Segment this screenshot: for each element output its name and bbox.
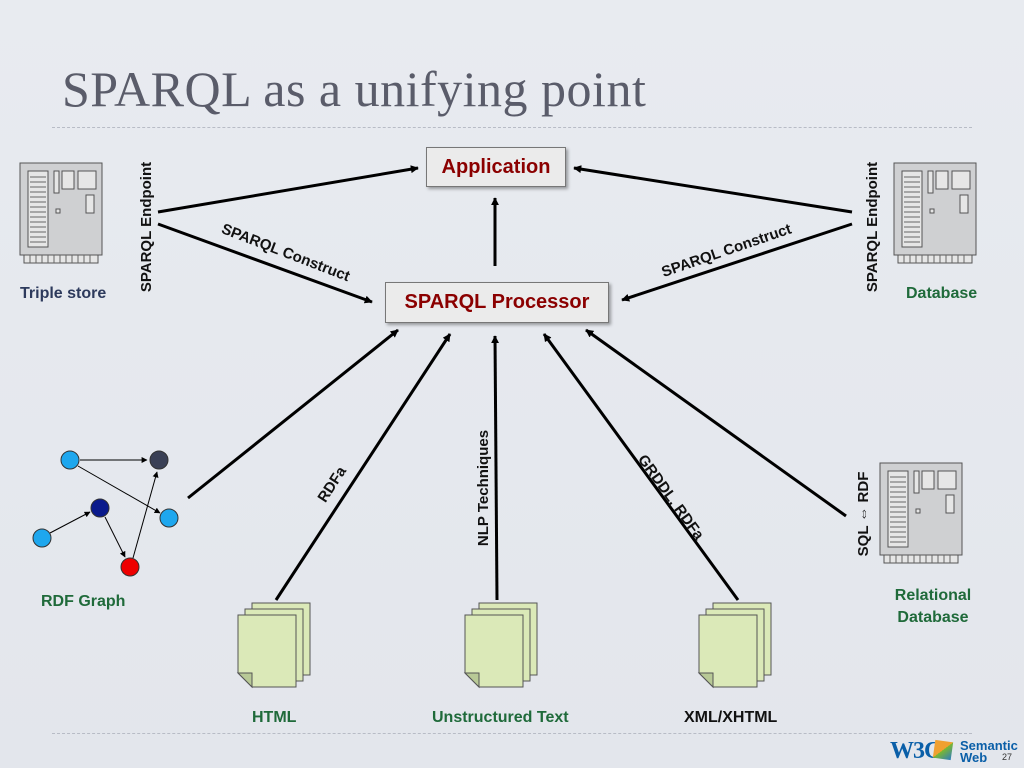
application-box: Application bbox=[426, 147, 566, 187]
arrow-relational-to-processor bbox=[585, 328, 847, 518]
label-database: Database bbox=[906, 285, 978, 302]
graph-node bbox=[120, 557, 140, 577]
sparql-processor-box: SPARQL Processor bbox=[385, 282, 609, 323]
graph-edge bbox=[132, 471, 159, 559]
label-triple-store: Triple store bbox=[20, 285, 107, 302]
graph-node bbox=[60, 450, 80, 470]
logo-semantic-text: Semantic bbox=[960, 738, 1018, 753]
graph-node bbox=[90, 498, 110, 518]
graph-edge bbox=[104, 516, 126, 558]
label-endpoint-right: SPARQL Endpoint bbox=[864, 162, 881, 292]
relational-database-server-icon bbox=[879, 462, 963, 564]
semantic-web-logo-text: Semantic Web bbox=[960, 738, 1018, 765]
logo-web-text: Web bbox=[960, 750, 988, 765]
arrow-rdf-graph-to-processor bbox=[187, 328, 399, 500]
semantic-web-cube-icon bbox=[932, 739, 954, 761]
graph-edge bbox=[77, 465, 161, 514]
w3c-logo-text: W3C bbox=[890, 738, 941, 764]
graph-edge bbox=[49, 511, 91, 534]
title-divider bbox=[52, 127, 972, 128]
graph-node bbox=[149, 450, 169, 470]
triple-store-server-icon bbox=[19, 162, 103, 264]
arrow-html-to-processor bbox=[274, 333, 452, 601]
arrow-xml-to-processor bbox=[542, 333, 740, 601]
arrow-text-to-processor bbox=[491, 335, 500, 601]
html-document-icon bbox=[237, 602, 311, 688]
semantic-web-logo: W3C Semantic Web bbox=[890, 738, 1024, 768]
label-relational-database-line2: Database bbox=[897, 609, 969, 626]
label-sql-rdf: SQL ⇔ RDF bbox=[855, 472, 872, 557]
arrow-triple-store-to-processor bbox=[157, 222, 373, 304]
label-rdf-graph: RDF Graph bbox=[41, 593, 126, 610]
label-endpoint-left: SPARQL Endpoint bbox=[138, 162, 155, 292]
label-grddl: GRDDL, RDFa bbox=[634, 452, 707, 544]
label-nlp: NLP Techniques bbox=[475, 430, 492, 546]
graph-node bbox=[159, 508, 179, 528]
label-rdfa: RDFa bbox=[314, 463, 350, 506]
footer-divider bbox=[52, 733, 972, 734]
label-relational-database: Relational Database bbox=[866, 585, 1000, 629]
xml-xhtml-document-icon bbox=[698, 602, 772, 688]
label-html: HTML bbox=[252, 709, 297, 726]
label-relational-database-line1: Relational bbox=[894, 587, 972, 604]
graph-node bbox=[32, 528, 52, 548]
arrow-database-to-application bbox=[573, 165, 853, 214]
arrow-triple-store-to-application bbox=[157, 165, 419, 214]
page-number: 27 bbox=[1002, 752, 1013, 762]
slide-title: SPARQL as a unifying point bbox=[62, 61, 647, 117]
label-xml-xhtml: XML/XHTML bbox=[684, 709, 778, 726]
database-server-icon bbox=[893, 162, 977, 264]
arrow-database-to-processor bbox=[621, 222, 853, 302]
label-unstructured-text: Unstructured Text bbox=[432, 709, 569, 726]
unstructured-text-document-icon bbox=[464, 602, 538, 688]
